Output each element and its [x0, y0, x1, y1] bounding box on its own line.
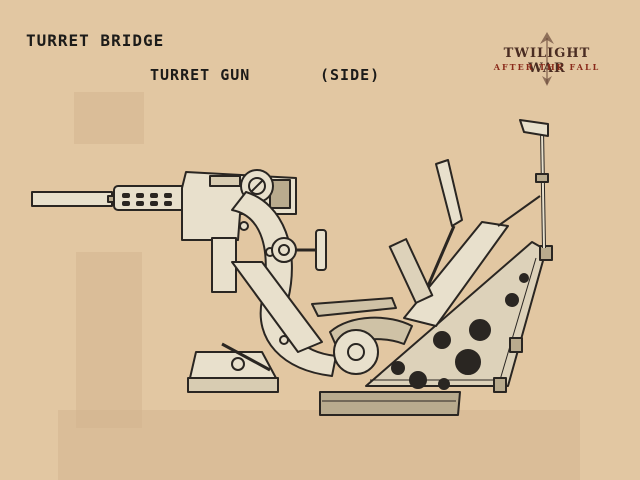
- category-title: TURRET BRIDGE: [26, 31, 165, 50]
- logo-title: TWILIGHT WAR: [503, 46, 591, 76]
- seat-backrest: [403, 221, 509, 327]
- game-logo: TWILIGHT WAR AFTER THE FALL: [492, 30, 602, 90]
- base-skid: [319, 391, 461, 416]
- pedestal-base: [187, 377, 279, 393]
- background-panel: [58, 410, 580, 480]
- frame-post-cap: [519, 119, 549, 137]
- seat-pan: [311, 297, 397, 317]
- barrel-vent-holes: [122, 193, 172, 206]
- logo-subtitle: AFTER THE FALL: [493, 62, 601, 72]
- background-panel: [74, 92, 144, 144]
- gun-suppressor: [31, 191, 113, 207]
- logo-emblem-icon: [540, 32, 554, 86]
- subject-title: TURRET GUN: [150, 66, 251, 84]
- background-panel: [76, 252, 142, 428]
- seat-headrest: [435, 159, 463, 227]
- diagonal-brace: [231, 261, 323, 353]
- support-strut: [211, 237, 237, 293]
- view-label: (SIDE): [320, 66, 381, 84]
